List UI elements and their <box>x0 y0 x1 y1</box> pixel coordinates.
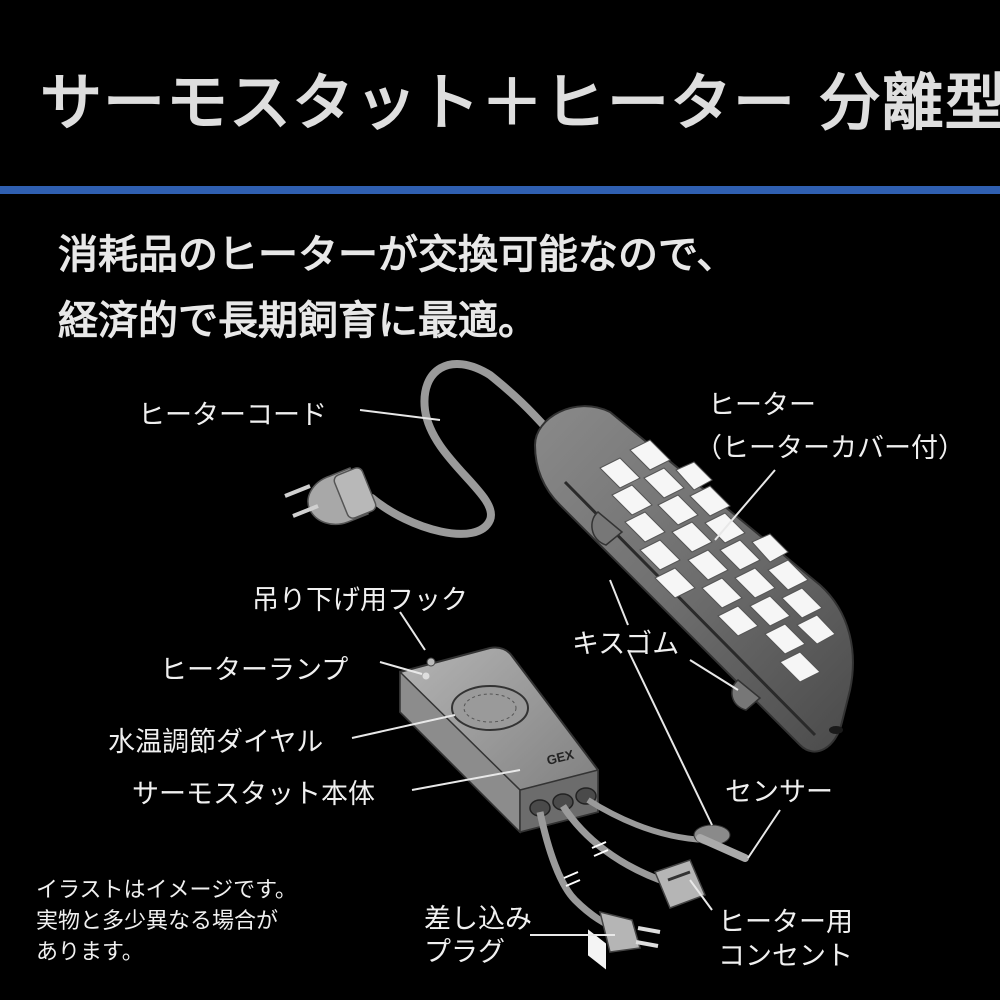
insertion-plug <box>598 910 661 953</box>
thermostat-body: GEX <box>399 646 599 834</box>
brand-logo: GEX <box>545 747 576 768</box>
label-plug-line-1: 差し込み <box>424 904 532 935</box>
outlet-cable <box>560 804 662 884</box>
heater-outlet <box>654 859 706 909</box>
label-hook: 吊り下げ用フック <box>252 585 468 616</box>
divider <box>0 186 1000 194</box>
subtitle-line-1: 消耗品のヒーターが交換可能なので、 <box>58 232 737 278</box>
disclaimer-line-2: 実物と多少異なる場合が <box>36 909 279 934</box>
heater-cord <box>368 360 552 538</box>
label-suction-cup: キスゴム <box>572 629 680 660</box>
sensor <box>693 824 749 862</box>
label-thermostat-body: サーモスタット本体 <box>132 779 375 810</box>
suction-cup-upper <box>591 511 624 546</box>
disclaimer-line-1: イラストはイメージです。 <box>36 878 297 903</box>
label-outlet-line-2: コンセント <box>718 941 853 972</box>
disclaimer-line-3: あります。 <box>36 940 144 965</box>
leader-lines <box>351 409 781 936</box>
label-sensor: センサー <box>725 777 833 808</box>
suction-cup-lower <box>731 679 762 711</box>
disclaimer-note: イラストはイメージです。 実物と多少異なる場合が あります。 <box>36 875 297 968</box>
label-heater-cover: （ヒーターカバー付） <box>695 433 965 464</box>
label-heater: ヒーター <box>708 390 816 421</box>
subtitle-line-2: 経済的で長期飼育に最適。 <box>58 298 538 344</box>
label-outlet-line-1: ヒーター用 <box>718 907 853 938</box>
label-temperature-dial: 水温調節ダイヤル <box>108 727 324 758</box>
heater <box>533 405 854 970</box>
heater-grille <box>599 439 836 683</box>
sensor-cable <box>586 797 706 843</box>
page-title: サーモスタット＋ヒーター 分離型 <box>40 66 1000 139</box>
temperature-dial <box>451 685 529 731</box>
label-heater-lamp: ヒーターランプ <box>160 655 349 686</box>
label-plug-line-2: プラグ <box>424 937 505 968</box>
heater-lamp-icon <box>422 672 430 680</box>
power-plug <box>284 467 377 526</box>
label-heater-cord: ヒーターコード <box>138 400 327 431</box>
